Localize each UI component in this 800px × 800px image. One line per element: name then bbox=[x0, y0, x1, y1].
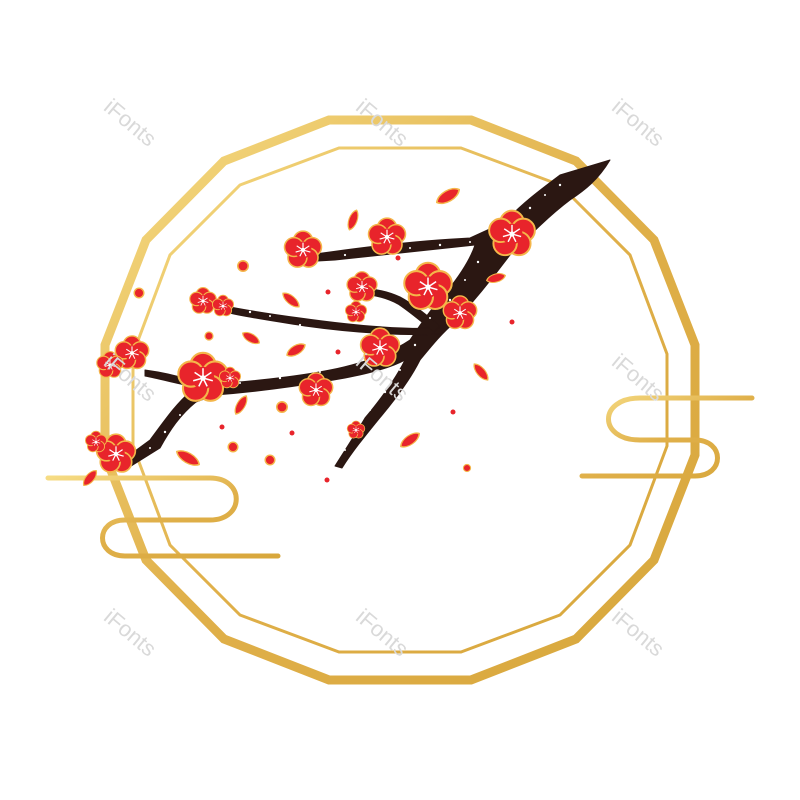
dot-icon bbox=[133, 287, 145, 299]
outer-frame bbox=[100, 115, 700, 685]
plum-blossom-icon bbox=[189, 286, 217, 314]
plum-blossom-icon bbox=[344, 300, 368, 323]
scattered-dots bbox=[133, 255, 515, 483]
petal-icon bbox=[284, 340, 308, 360]
plum-blossom-icon bbox=[403, 261, 453, 311]
petal-icon bbox=[344, 208, 362, 232]
inner-frame bbox=[131, 146, 669, 654]
dot-icon bbox=[227, 441, 239, 453]
petal-icon bbox=[279, 289, 303, 311]
dot-small bbox=[335, 349, 341, 355]
dot-small bbox=[289, 430, 295, 436]
dot-icon bbox=[462, 463, 472, 473]
dot-icon bbox=[204, 331, 214, 341]
dot-icon bbox=[276, 401, 288, 413]
plum-blossom-icon bbox=[367, 217, 407, 255]
dot-small bbox=[324, 477, 330, 483]
dot-small bbox=[219, 424, 225, 430]
dot-small bbox=[325, 289, 331, 295]
petal-icon bbox=[397, 429, 423, 451]
falling-petals bbox=[80, 184, 508, 489]
plum-blossom-icon bbox=[283, 230, 323, 268]
dot-small bbox=[450, 409, 456, 415]
plum-blossoms bbox=[84, 209, 536, 473]
cloud-swirl-left-icon bbox=[45, 475, 281, 559]
dot-small bbox=[509, 319, 515, 325]
petal-icon bbox=[231, 393, 251, 417]
petal-icon bbox=[433, 184, 463, 208]
plum-blossom-icon bbox=[346, 271, 378, 302]
dot-icon bbox=[264, 454, 276, 466]
dodecagon-frame-icon bbox=[100, 115, 700, 685]
dot-small bbox=[395, 255, 401, 261]
petal-icon bbox=[173, 446, 203, 470]
dot-icon bbox=[237, 260, 249, 272]
petal-icon bbox=[470, 360, 492, 384]
petal-icon bbox=[239, 329, 263, 347]
cloud-swirl-right-icon bbox=[579, 395, 755, 479]
